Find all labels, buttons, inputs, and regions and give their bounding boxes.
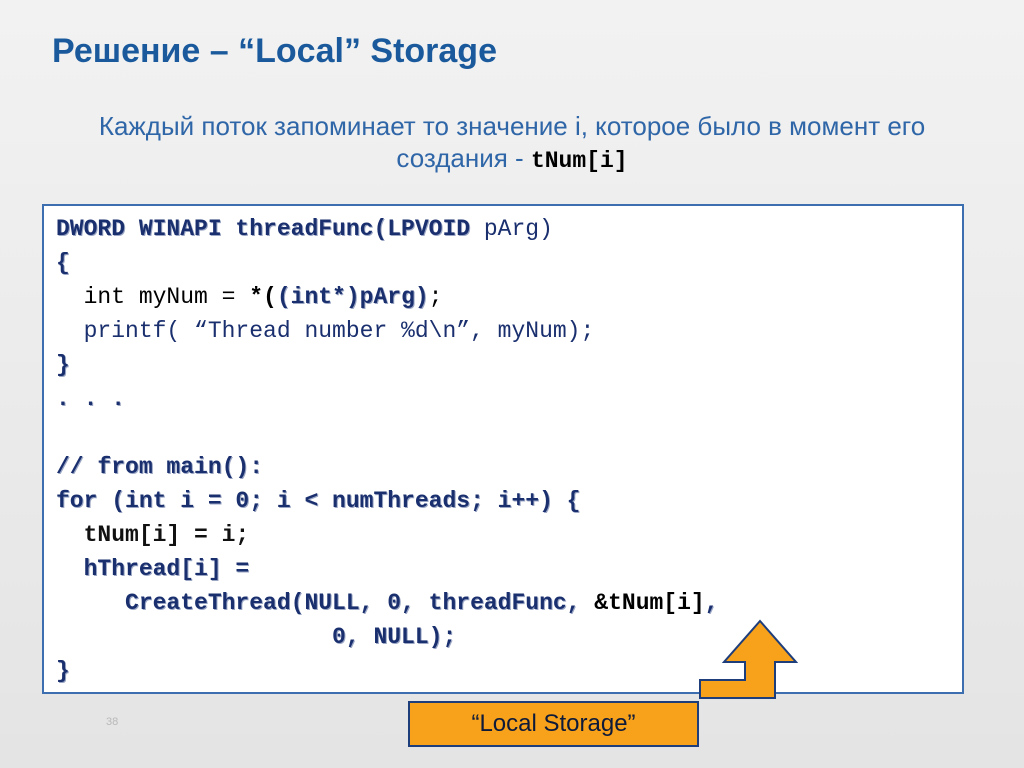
- code-token: }: [56, 658, 70, 684]
- subtitle-text: Каждый поток запоминает то значение i, к…: [98, 111, 926, 173]
- code-line-2: {: [56, 248, 70, 278]
- code-token: ;: [428, 284, 443, 310]
- slide-title: Решение – “Local” Storage: [52, 32, 497, 70]
- code-line-9: tNum[i] = i;: [56, 520, 250, 550]
- code-token: &tNum[i]: [594, 590, 705, 616]
- code-block: DWORD WINAPI threadFunc(LPVOID pArg) { i…: [42, 204, 964, 694]
- code-token: tNum[i] = i;: [56, 522, 250, 548]
- code-token: ,: [704, 590, 719, 616]
- code-line-7: // from main():: [56, 452, 263, 482]
- code-line-10: hThread[i] =: [56, 554, 250, 584]
- code-token: *(: [249, 284, 277, 310]
- code-line-3: int myNum = *((int*)pArg);: [56, 282, 443, 312]
- code-token: CreateThread(NULL, 0, threadFunc,: [56, 590, 595, 616]
- code-token: DWORD WINAPI threadFunc(LPVOID: [56, 216, 484, 242]
- code-token: }: [56, 352, 70, 378]
- code-token: // from main():: [56, 454, 264, 480]
- up-arrow-icon: [699, 619, 799, 699]
- code-line-12: 0, NULL);: [56, 622, 456, 652]
- code-line-6: . . .: [56, 384, 125, 414]
- subtitle-code: tNum[i]: [530, 148, 628, 174]
- code-line-1: DWORD WINAPI threadFunc(LPVOID pArg): [56, 214, 553, 244]
- page-number: 38: [106, 716, 119, 728]
- code-token: . . .: [56, 386, 126, 412]
- code-line-13: }: [56, 656, 70, 686]
- code-token: {: [56, 250, 70, 276]
- callout-label: “Local Storage”: [471, 710, 636, 737]
- code-line-8: for (int i = 0; i < numThreads; i++) {: [56, 486, 581, 516]
- code-line-5: }: [56, 350, 70, 380]
- code-token: pArg): [483, 216, 553, 242]
- code-line-11: CreateThread(NULL, 0, threadFunc, &tNum[…: [56, 588, 719, 618]
- arrow-shape: [699, 619, 799, 699]
- code-token: (int*)pArg): [276, 284, 429, 310]
- code-token: int myNum =: [56, 284, 250, 310]
- code-line-4: printf( “Thread number %d\n”, myNum);: [56, 316, 595, 346]
- code-token: hThread[i] =: [56, 556, 250, 582]
- local-storage-callout: “Local Storage”: [408, 701, 699, 747]
- code-token: for (int i = 0; i < numThreads; i++) {: [56, 488, 581, 514]
- slide-subtitle: Каждый поток запоминает то значение i, к…: [60, 110, 964, 177]
- code-token: 0, NULL);: [56, 624, 457, 650]
- code-token: printf( “Thread number %d\n”, myNum);: [56, 318, 595, 344]
